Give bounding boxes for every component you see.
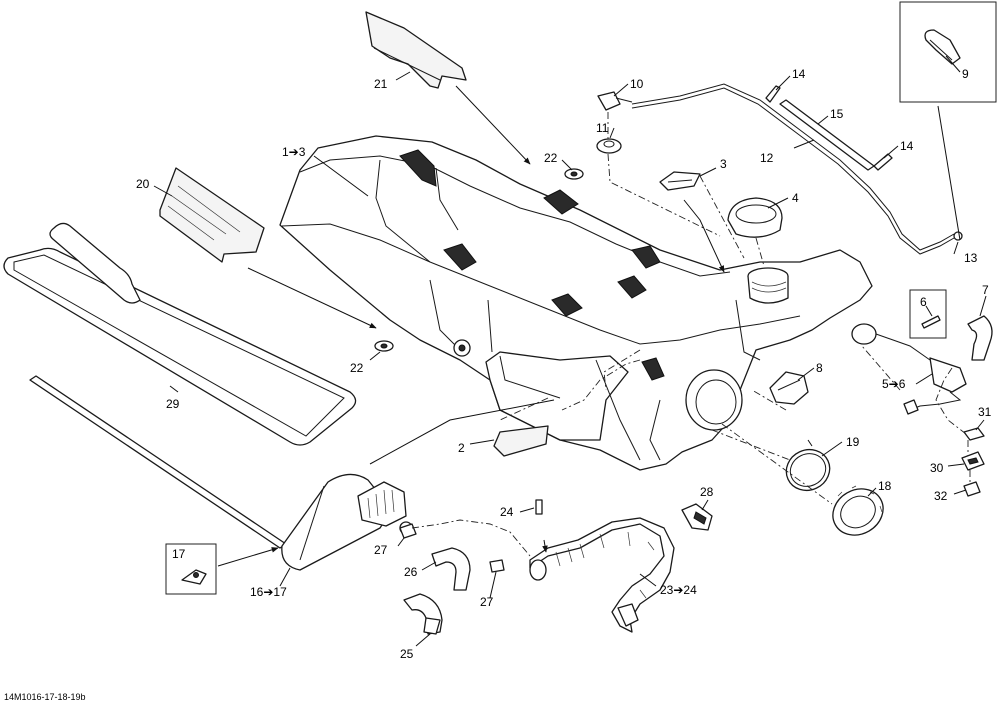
callout-22-left: 22 bbox=[350, 361, 364, 375]
part-16-fuel-pump[interactable] bbox=[281, 473, 413, 571]
callout-13: 13 bbox=[964, 251, 978, 265]
callout-5-6: 5➔6 bbox=[882, 377, 906, 391]
part-11-grommet[interactable] bbox=[596, 138, 622, 154]
part-4-fuel-cap[interactable] bbox=[727, 197, 783, 238]
part-29-mat[interactable] bbox=[3, 222, 357, 446]
part-2-pad[interactable] bbox=[493, 425, 549, 457]
part-20-pad[interactable] bbox=[159, 167, 265, 263]
part-10-fitting[interactable] bbox=[597, 91, 633, 111]
callout-23-24: 23➔24 bbox=[660, 583, 697, 597]
part-5-fuel-level-sender[interactable] bbox=[851, 323, 967, 415]
callout-20: 20 bbox=[136, 177, 150, 191]
callout-16-17: 16➔17 bbox=[250, 585, 287, 599]
part-27-clamp-upper[interactable] bbox=[399, 523, 417, 539]
part-14-clamp-right[interactable] bbox=[873, 153, 893, 171]
part-25-hose[interactable] bbox=[403, 593, 443, 635]
part-17-inset-box bbox=[165, 543, 217, 595]
callout-7: 7 bbox=[982, 283, 989, 297]
callout-21: 21 bbox=[374, 77, 388, 91]
part-3-clip[interactable] bbox=[659, 171, 701, 191]
diagram-reference-code: 14M1016-17-18-19b bbox=[4, 692, 86, 702]
part-22-grommet-left[interactable] bbox=[374, 340, 394, 352]
callout-10: 10 bbox=[630, 77, 644, 91]
assembly-lines bbox=[411, 112, 971, 557]
callout-18: 18 bbox=[878, 479, 892, 493]
part-6-inset-box bbox=[909, 289, 947, 339]
callout-28: 28 bbox=[700, 485, 714, 499]
callout-19: 19 bbox=[846, 435, 860, 449]
callout-15: 15 bbox=[830, 107, 844, 121]
part-24-clip[interactable] bbox=[535, 499, 543, 515]
callout-27-lower: 27 bbox=[480, 595, 494, 609]
callout-29: 29 bbox=[166, 397, 180, 411]
callout-8: 8 bbox=[816, 361, 823, 375]
callout-27-upper: 27 bbox=[374, 543, 388, 557]
callout-1-3: 1➔3 bbox=[282, 145, 306, 159]
callout-2: 2 bbox=[458, 441, 465, 455]
part-32-nut[interactable] bbox=[963, 481, 981, 497]
callout-9: 9 bbox=[962, 67, 969, 81]
part-19-seal[interactable] bbox=[780, 443, 837, 498]
part-15-hose[interactable] bbox=[779, 99, 875, 171]
part-26-hose[interactable] bbox=[431, 547, 471, 591]
part-27-clamp-lower[interactable] bbox=[489, 559, 505, 573]
callout-14-right: 14 bbox=[900, 139, 914, 153]
part-28-connector[interactable] bbox=[681, 503, 713, 531]
callout-26: 26 bbox=[404, 565, 418, 579]
part-30-bracket[interactable] bbox=[961, 451, 985, 471]
callout-25: 25 bbox=[400, 647, 414, 661]
callout-4: 4 bbox=[792, 191, 799, 205]
callout-17: 17 bbox=[172, 547, 186, 561]
callout-11: 11 bbox=[596, 121, 609, 135]
part-9-inset-box bbox=[899, 1, 997, 103]
callout-3: 3 bbox=[720, 157, 727, 171]
part-22-grommet-top[interactable] bbox=[564, 168, 584, 180]
callout-labels: 1➔3 2 3 4 5➔6 6 7 8 9 10 11 12 13 14 14 … bbox=[136, 67, 992, 661]
callout-22-top: 22 bbox=[544, 151, 558, 165]
callout-32: 32 bbox=[934, 489, 948, 503]
part-23-fuel-hose-assembly[interactable] bbox=[529, 517, 675, 633]
part-7-elbow-hose[interactable] bbox=[967, 315, 993, 361]
callout-14-top: 14 bbox=[792, 67, 806, 81]
callout-24: 24 bbox=[500, 505, 514, 519]
callout-12: 12 bbox=[760, 151, 774, 165]
part-21-guard[interactable] bbox=[365, 11, 467, 89]
part-31-clip[interactable] bbox=[963, 427, 985, 441]
callout-30: 30 bbox=[930, 461, 944, 475]
callout-6: 6 bbox=[920, 295, 927, 309]
leader-lines bbox=[153, 55, 987, 647]
fuel-tank[interactable] bbox=[279, 135, 873, 471]
part-18-lock-ring[interactable] bbox=[824, 480, 891, 544]
part-12-vent-hose[interactable] bbox=[631, 83, 963, 255]
callout-31: 31 bbox=[978, 405, 992, 419]
